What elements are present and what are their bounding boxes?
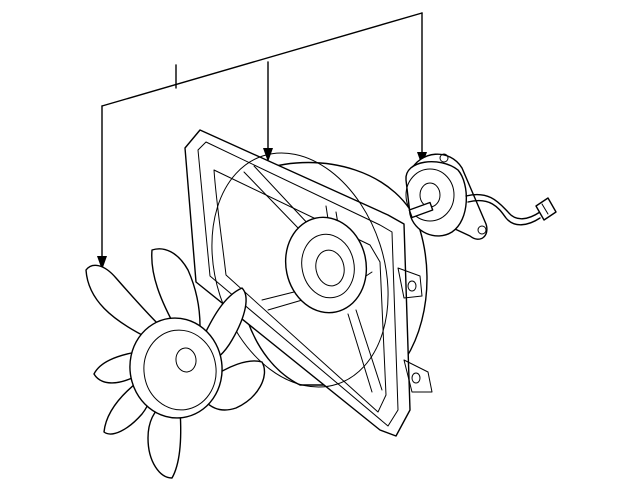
leader-bar (101, 12, 423, 107)
arrow-shroud (263, 148, 273, 162)
fan-blade (85, 248, 266, 479)
fan-shroud (184, 129, 433, 437)
arrow-fan-blade (97, 256, 107, 270)
fan-motor (405, 153, 557, 240)
callout-leaders (97, 12, 427, 270)
